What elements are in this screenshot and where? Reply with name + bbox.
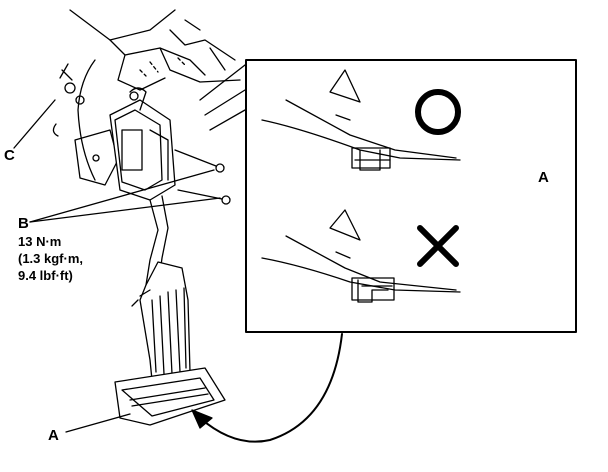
accelerator-pedal bbox=[114, 261, 226, 426]
torque-value: 13 N·m bbox=[18, 234, 61, 249]
label-a-pedal: A bbox=[48, 427, 59, 444]
incorrect-mark-cross bbox=[417, 225, 459, 267]
incorrect-installation-view bbox=[261, 209, 461, 303]
label-b: B bbox=[18, 215, 29, 232]
leader-b-lower bbox=[29, 197, 221, 223]
detail-box bbox=[245, 59, 577, 333]
pedal-sensor-assembly bbox=[109, 87, 231, 289]
label-c: C bbox=[4, 147, 15, 164]
leader-a-pedal bbox=[65, 413, 131, 433]
label-a-detail: A bbox=[538, 169, 549, 186]
detail-pointer-curve bbox=[199, 333, 343, 443]
detail-pointer-arrowhead bbox=[191, 409, 213, 429]
correct-installation-view bbox=[261, 69, 461, 171]
detail-callout bbox=[191, 59, 577, 443]
torque-kgf: (1.3 kgf·m, bbox=[18, 251, 83, 266]
torque-lbf: 9.4 lbf·ft) bbox=[18, 268, 73, 283]
firewall-structure bbox=[52, 9, 246, 186]
correct-mark-circle bbox=[415, 89, 461, 135]
leader-b-upper bbox=[29, 169, 215, 223]
leader-c bbox=[13, 99, 56, 149]
